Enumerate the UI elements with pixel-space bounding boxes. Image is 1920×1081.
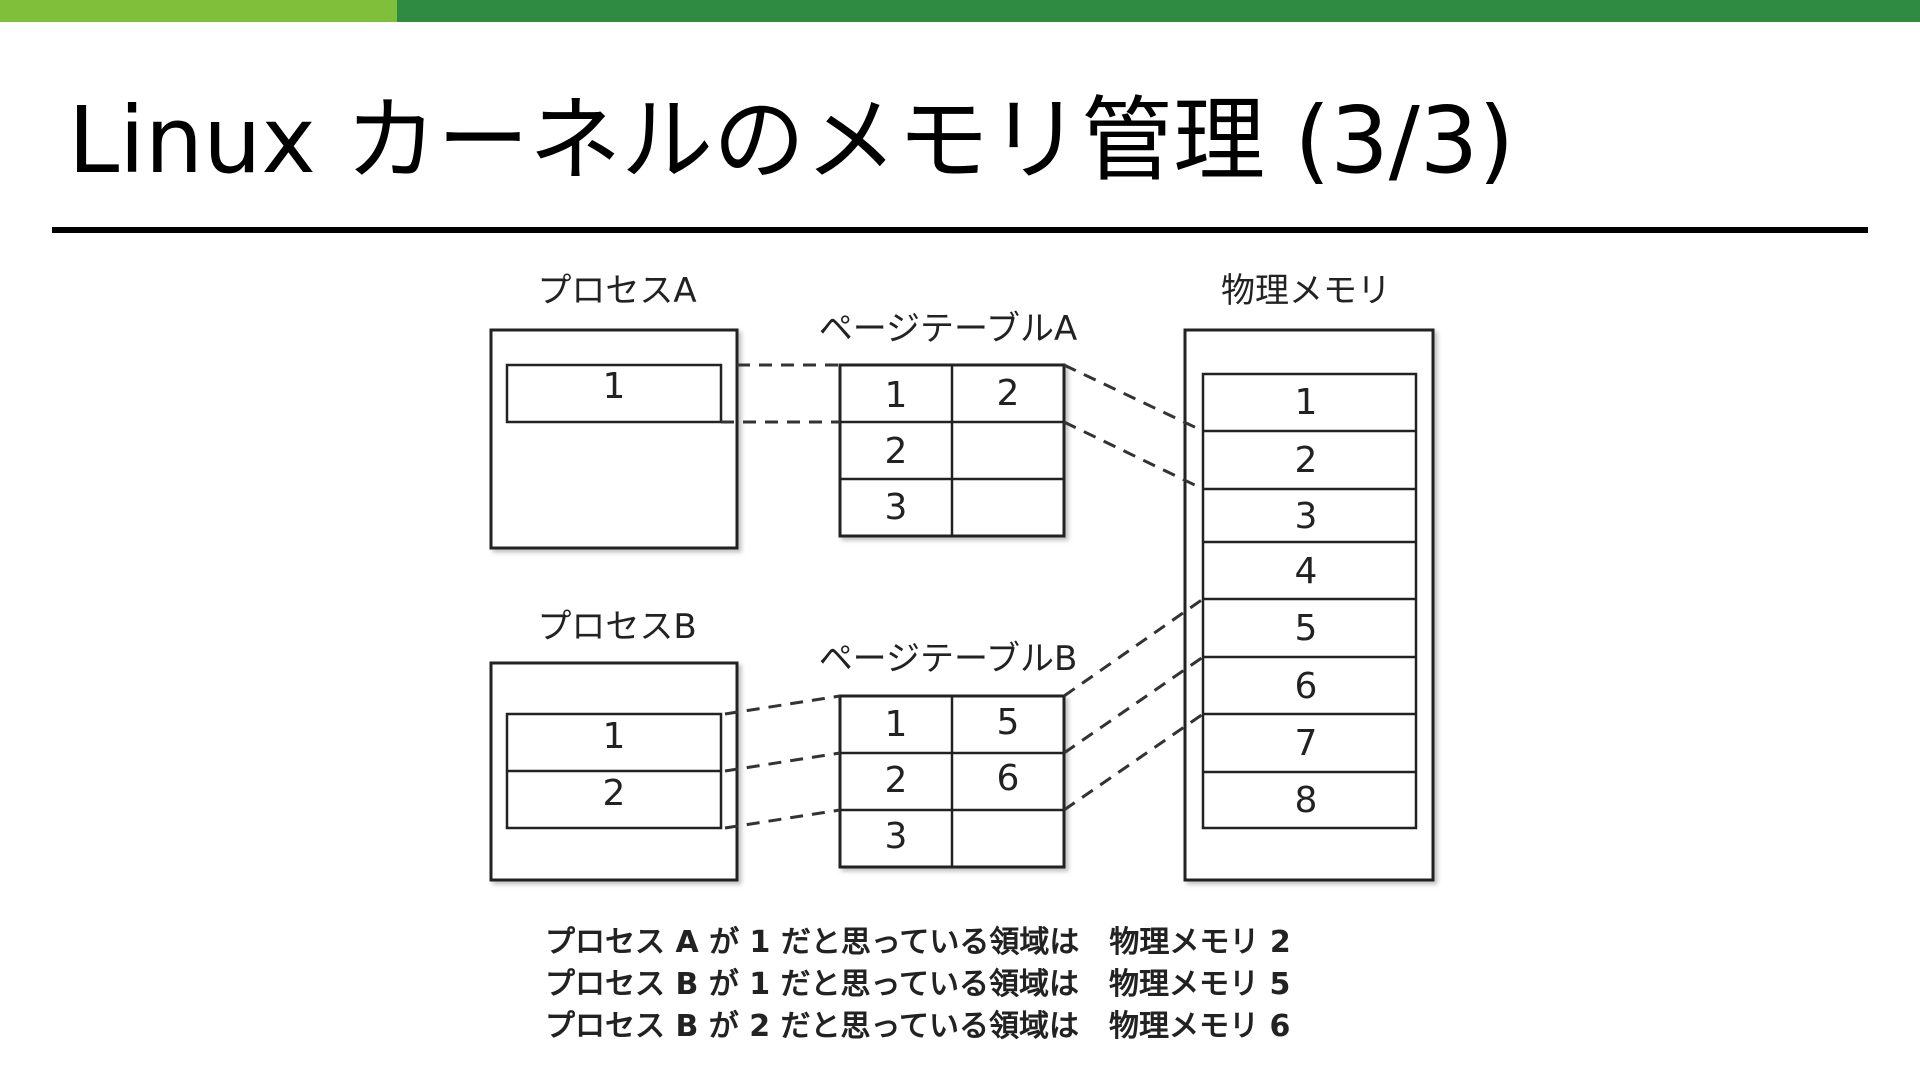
process-a-cell-1: 1 — [603, 366, 626, 407]
physical-memory-cell-6: 6 — [1295, 666, 1318, 707]
line-process-b-1 — [724, 694, 841, 716]
line-table-b-to-memory-3 — [1063, 712, 1204, 812]
title-underline — [52, 227, 1868, 233]
line-table-b-to-memory-1 — [1063, 597, 1204, 698]
physical-memory-cell-7: 7 — [1295, 723, 1318, 764]
slide-title: Linux カーネルのメモリ管理 (3/3) — [68, 87, 1515, 194]
physical-memory-box: 1 2 3 4 5 6 7 8 — [1183, 328, 1435, 882]
page-table-a-r1-physical: 2 — [997, 373, 1020, 414]
line-table-a-to-memory-top — [1063, 363, 1204, 433]
header-accent-bar-dark — [397, 0, 1920, 22]
page-table-b-r3-virtual: 3 — [885, 816, 908, 857]
caption-line-1: プロセス A が 1 だと思っている領域は 物理メモリ 2 — [545, 925, 1291, 960]
process-a-label: プロセスA — [537, 271, 696, 311]
page-table-a: 1 2 2 3 — [838, 363, 1066, 538]
page-table-b-label: ページテーブルB — [819, 639, 1078, 679]
physical-memory-cell-5: 5 — [1295, 608, 1318, 649]
page-table-a-r1-virtual: 1 — [885, 375, 908, 416]
page-table-a-r3-virtual: 3 — [885, 487, 908, 528]
page-table-b: 1 5 2 6 3 — [838, 694, 1066, 869]
process-a-box: 1 — [489, 328, 739, 550]
physical-memory-cell-3: 3 — [1295, 496, 1318, 537]
line-table-b-to-memory-2 — [1063, 655, 1204, 755]
physical-memory-cell-8: 8 — [1295, 780, 1318, 821]
line-process-b-2 — [724, 751, 841, 773]
mapping-lines — [721, 363, 1204, 830]
process-b-box: 1 2 — [489, 661, 739, 882]
page-table-b-r1-virtual: 1 — [885, 704, 908, 745]
page-table-b-r2-virtual: 2 — [885, 760, 908, 801]
line-table-a-to-memory-bottom — [1063, 420, 1204, 491]
line-process-b-3 — [724, 808, 841, 830]
physical-memory-cell-1: 1 — [1295, 382, 1318, 423]
page-table-a-label: ページテーブルA — [819, 309, 1078, 349]
mapping-captions: プロセス A が 1 だと思っている領域は 物理メモリ 2 プロセス B が 1… — [545, 922, 1291, 1048]
process-b-cell-2: 2 — [603, 773, 626, 814]
page-table-b-r2-physical: 6 — [997, 758, 1020, 799]
physical-memory-cell-4: 4 — [1295, 551, 1318, 592]
process-b-label: プロセスB — [537, 607, 696, 647]
page-table-b-r1-physical: 5 — [997, 702, 1020, 743]
caption-line-2: プロセス B が 1 だと思っている領域は 物理メモリ 5 — [545, 967, 1291, 1002]
page-table-a-r2-virtual: 2 — [885, 431, 908, 472]
physical-memory-label: 物理メモリ — [1221, 271, 1391, 311]
caption-line-3: プロセス B が 2 だと思っている領域は 物理メモリ 6 — [545, 1009, 1291, 1044]
physical-memory-cell-2: 2 — [1295, 440, 1318, 481]
header-accent-bar-light — [0, 0, 397, 22]
process-b-cell-1: 1 — [603, 716, 626, 757]
